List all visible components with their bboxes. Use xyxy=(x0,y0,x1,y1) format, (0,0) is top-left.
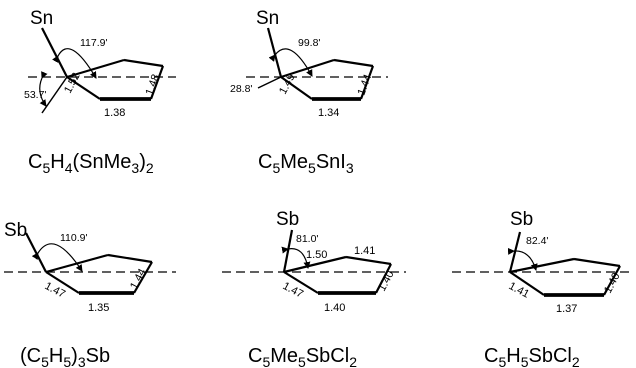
bond-length-label: 1.38 xyxy=(104,107,125,119)
metal-bond xyxy=(25,232,47,273)
formula-text: SbCl xyxy=(306,345,349,367)
formula-text: H xyxy=(50,151,64,173)
bond-length-label: 1.40 xyxy=(602,271,623,296)
formula-label: (C5H5)3Sb xyxy=(20,345,110,368)
formula-label: C5H4(SnMe3)2 xyxy=(28,151,154,176)
bond-length-label: 1.44 xyxy=(128,267,149,292)
formula-text: ) xyxy=(139,151,146,173)
formula-subscript: 5 xyxy=(308,160,316,176)
angle-label: 99.8' xyxy=(298,37,320,49)
formula-subscript: 2 xyxy=(146,160,154,176)
formula-text: Me xyxy=(270,345,298,367)
formula-subscript: 5 xyxy=(521,354,529,368)
tilt-angle-label: 28.8' xyxy=(230,83,252,95)
formula-subscript: 2 xyxy=(572,354,580,368)
angle-label: 110.9' xyxy=(60,232,88,244)
formula-text: (C xyxy=(20,345,41,367)
metal-bond xyxy=(282,229,294,273)
structure-1: Sn 117.9' 53.7' 1.52 1.38 1.48 C5H4(SnMe… xyxy=(24,8,176,176)
formula-subscript: 5 xyxy=(63,354,71,368)
bond-length-label: 1.41 xyxy=(354,245,375,257)
formula-subscript: 3 xyxy=(346,160,354,176)
formula-text: C xyxy=(248,345,262,367)
tilt-line xyxy=(257,76,282,89)
structure-4: Sb 81.0' 1.50 1.41 1.47 1.40 1.40 C5Me5S… xyxy=(222,209,406,368)
structure-3: Sb 110.9' 1.47 1.35 1.44 (C5H5)3Sb xyxy=(4,220,176,368)
formula-text: (SnMe xyxy=(73,151,132,173)
formula-label: C5Me5SnI3 xyxy=(258,151,354,176)
metal-atom-label: Sb xyxy=(4,220,27,241)
formula-subscript: 5 xyxy=(298,354,306,368)
formula-text: Me xyxy=(280,151,308,173)
angle-arc xyxy=(507,247,538,271)
angle-arc xyxy=(281,246,311,269)
bond-length-label: 1.35 xyxy=(88,302,109,314)
formula-subscript: 5 xyxy=(42,160,50,176)
bond-length-label: 1.50 xyxy=(306,249,327,261)
formula-subscript: 5 xyxy=(498,354,506,368)
angle-arc xyxy=(52,48,97,79)
angle-label: 117.9' xyxy=(80,37,108,49)
bond-length-label: 1.40 xyxy=(324,302,345,314)
metal-bond xyxy=(508,231,522,273)
tilt-angle-label: 53.7' xyxy=(24,89,46,101)
bond-length-label: 1.37 xyxy=(556,303,577,315)
bond-length-label: 1.34 xyxy=(318,107,339,119)
formula-text: C xyxy=(258,151,272,173)
formula-subscript: 3 xyxy=(131,160,139,176)
metal-atom-label: Sb xyxy=(510,209,533,230)
formula-text: C xyxy=(28,151,42,173)
formula-text: H xyxy=(49,345,63,367)
formula-label: C5Me5SbCl2 xyxy=(248,345,357,368)
tilt-line xyxy=(41,76,68,114)
tilt-arc xyxy=(39,71,48,107)
formula-subscript: 2 xyxy=(349,354,357,368)
cp-ring xyxy=(283,255,392,295)
formula-subscript: 3 xyxy=(78,354,86,368)
angle-label: 81.0' xyxy=(296,233,318,245)
formula-subscript: 5 xyxy=(262,354,270,368)
metal-atom-label: Sn xyxy=(256,8,279,29)
formula-text: H xyxy=(506,345,520,367)
formula-subscript: 4 xyxy=(65,160,73,176)
formula-text: SbCl xyxy=(529,345,572,367)
formula-subscript: 5 xyxy=(41,354,49,368)
metal-bond xyxy=(41,27,68,78)
formula-text: SnI xyxy=(316,151,346,173)
formula-text: ) xyxy=(71,345,78,367)
formula-label: C5H5SbCl2 xyxy=(484,345,580,368)
metal-atom-label: Sb xyxy=(276,209,299,230)
angle-arc xyxy=(31,243,83,272)
formula-subscript: 5 xyxy=(272,160,280,176)
formula-text: C xyxy=(484,345,498,367)
angle-label: 82.4' xyxy=(526,235,548,247)
formula-text: Sb xyxy=(86,345,110,367)
structure-5: Sb 82.4' 1.41 1.37 1.40 C5H5SbCl2 xyxy=(452,209,632,368)
angle-arc xyxy=(268,48,313,77)
metal-atom-label: Sn xyxy=(30,8,53,29)
structure-2: Sn 99.8' 28.8' 1.49 1.34 1.44 C5Me5SnI3 xyxy=(230,8,388,176)
metal-bond xyxy=(266,27,283,78)
